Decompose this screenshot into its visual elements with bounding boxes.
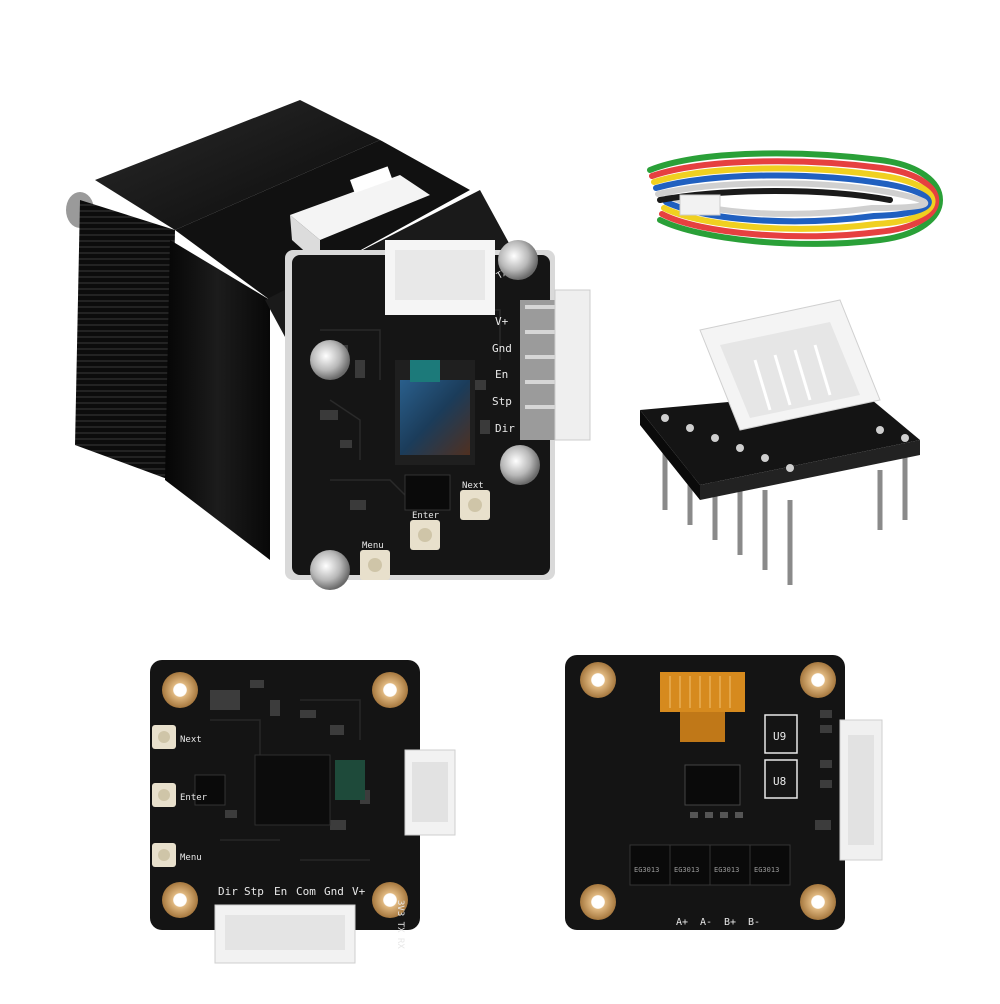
front-pin-label: Dir [218,885,238,898]
enter-button[interactable]: Enter [410,511,440,550]
back-side-connector [839,719,883,861]
front-side-connector: 3V3 TX RX [395,749,456,949]
front-buttons: Next Enter Menu [152,725,208,867]
front-menu-button[interactable]: Menu [152,843,202,867]
front-pin-label: En [274,885,287,898]
mosfet-label: EG3013 [714,866,739,874]
mosfet-row: EG3013 EG3013 EG3013 EG3013 [629,844,791,886]
front-next-button[interactable]: Next [152,725,202,749]
motor-pin-label: En [495,368,508,381]
enter-button-label: Enter [412,511,440,521]
front-menu-label: Menu [180,853,202,863]
adapter-board [640,299,920,585]
front-pin-label: Gnd [324,885,344,898]
driver-board-back: U9 U8 EG3013 EG3013 EG3013 EG3013 [565,655,883,930]
menu-button[interactable]: Menu [360,541,390,580]
front-enter-button[interactable]: Enter [152,783,208,807]
motor-pcb: V+ Gnd En Stp Dir 3V3 TX RX Enter Menu [285,240,560,590]
motor-pin-header [520,300,560,440]
back-mounting-pads [580,662,836,920]
stepper-motor: V+ Gnd En Stp Dir 3V3 TX RX Enter Menu [66,100,591,590]
front-enter-label: Enter [180,793,208,803]
front-bottom-connector [214,904,356,964]
mounting-screws [310,240,540,590]
motor-pin-b-plus: B+ [724,917,736,928]
motor-pin-label: Gnd [492,342,512,355]
front-header-label: 3V3 TX RX [395,900,405,949]
front-pin-label: Com [296,885,316,898]
next-button-label: Next [462,481,484,491]
front-mounting-pads [162,672,408,918]
mosfet-label: EG3013 [634,866,659,874]
motor-connector-front [385,240,495,315]
motor-pin-label: Stp [492,395,512,408]
motor-pin-a-plus: A+ [676,917,688,928]
front-pin-label: Stp [244,885,264,898]
mosfet-label: EG3013 [754,866,779,874]
driver-board-front: Next Enter Menu 3V3 TX RX Dir Stp En Co [150,660,456,964]
motor-pin-label: Dir [495,422,515,435]
wire-harness [647,150,943,247]
chip-label-u8: U8 [773,775,786,788]
menu-button-label: Menu [362,541,384,551]
back-chip-outlines [764,714,798,799]
oled-display [395,360,475,465]
motor-buttons: Enter Menu Next [360,481,490,580]
oled-flex-cable [660,672,745,742]
front-pin-label: V+ [352,885,366,898]
motor-pin-b-minus: B- [748,917,760,928]
motor-pin-label: V+ [495,315,509,328]
mosfet-label: EG3013 [674,866,699,874]
motor-pin-a-minus: A- [700,917,712,928]
front-next-label: Next [180,735,202,745]
chip-label-u9: U9 [773,730,786,743]
next-button[interactable]: Next [460,481,490,520]
